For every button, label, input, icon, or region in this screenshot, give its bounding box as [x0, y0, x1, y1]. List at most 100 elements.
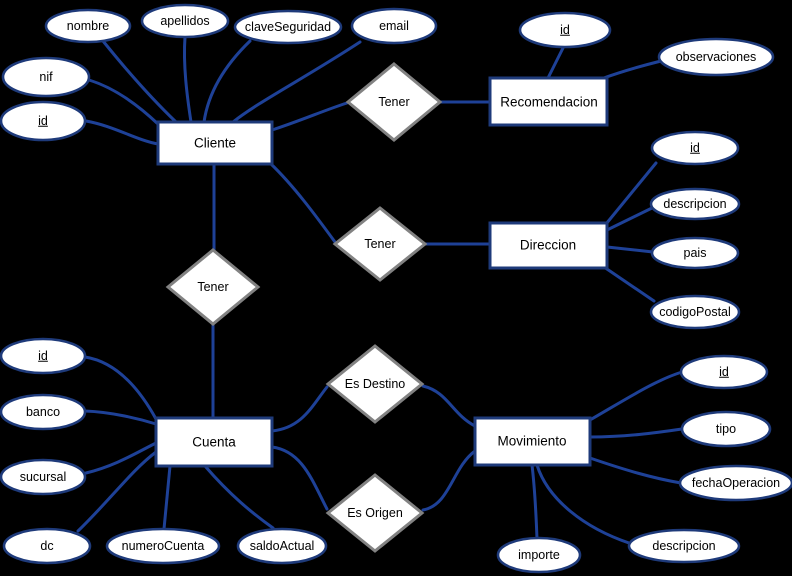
attribute-cuenta-saldoactual-label: saldoActual — [249, 538, 315, 553]
attribute-cuenta-numerocuenta-label: numeroCuenta — [121, 538, 205, 553]
entity-cliente-shape — [156, 120, 274, 166]
connector-direccion-descripcion — [605, 206, 654, 232]
relationship-tener-cliente-cuenta-shape — [165, 248, 261, 326]
attribute-recomendacion-id-shape — [518, 11, 612, 49]
attribute-movimiento-importe-label: importe — [518, 547, 560, 562]
connector-cuenta-dc — [76, 450, 158, 533]
connector-cliente-id — [84, 119, 160, 146]
relationship-es-origen-shape — [325, 473, 425, 553]
connector-cliente-email — [231, 40, 362, 124]
attribute-direccion-descripcion-label: descripcion — [663, 196, 727, 211]
connector-cuenta-saldoactual — [203, 464, 275, 530]
entity-movimiento-label: Movimiento — [497, 433, 567, 449]
entity-recomendacion-label: Recomendacion — [500, 94, 598, 110]
attribute-cliente-claveseguridad-shape — [233, 9, 343, 45]
relationship-es-destino-label: Es Destino — [344, 376, 406, 391]
attribute-cuenta-saldoactual-shape — [236, 527, 328, 565]
connector-movimiento-importe — [530, 463, 539, 541]
attribute-cliente-nombre-label: nombre — [66, 18, 110, 33]
attribute-cuenta-banco-shape — [0, 393, 87, 431]
attribute-recomendacion-observaciones-label: observaciones — [675, 49, 757, 64]
connector-cliente-claveseguridad — [202, 39, 252, 124]
attribute-cuenta-banco-label: banco — [25, 404, 61, 419]
attribute-cliente-id-label: id — [38, 113, 48, 128]
attribute-cliente-email-shape — [350, 7, 438, 45]
connector-direccion-id — [604, 161, 658, 226]
attribute-movimiento-id-label: id — [719, 364, 729, 379]
entity-direccion-shape — [488, 221, 609, 270]
attribute-direccion-codigopostal-label: codigoPostal — [659, 304, 731, 319]
connector-movimiento-tipo — [588, 427, 684, 439]
attribute-direccion-descripcion-shape — [649, 187, 741, 221]
connector-cliente-apellidos — [182, 35, 193, 124]
connector-cuenta-banco — [83, 409, 158, 426]
connectors — [76, 35, 684, 545]
attribute-cliente-id-shape — [0, 100, 87, 142]
relationship-es-destino-shape — [325, 344, 425, 424]
attribute-movimiento-descripcion-label: descripcion — [652, 538, 716, 553]
attribute-direccion-pais-label: pais — [683, 245, 707, 260]
attribute-direccion-id-label: id — [690, 140, 700, 155]
attribute-direccion-pais-shape — [650, 236, 740, 270]
attribute-shapes — [0, 3, 792, 574]
connector-esdestino-movimiento — [421, 384, 477, 428]
connector-cliente-tener2 — [268, 161, 337, 244]
attribute-cuenta-numerocuenta-shape — [105, 527, 221, 565]
relationship-tener-cliente-recomendacion-label: Tener — [378, 94, 410, 109]
attribute-cliente-apellidos-shape — [140, 3, 230, 39]
connector-cuenta-id — [83, 355, 158, 421]
relationship-shapes — [165, 62, 443, 553]
attribute-cuenta-id-shape — [0, 337, 87, 375]
entity-cuenta-label: Cuenta — [192, 434, 236, 450]
connector-cuenta-sucursal — [84, 441, 158, 475]
connector-movimiento-id — [588, 370, 684, 422]
connector-recomendacion-observaciones — [599, 59, 663, 81]
attribute-recomendacion-id-label: id — [560, 22, 570, 37]
attribute-cuenta-sucursal-label: sucursal — [19, 469, 67, 484]
relationship-es-origen-label: Es Origen — [347, 505, 403, 520]
attribute-movimiento-id-shape — [679, 354, 769, 390]
attribute-cliente-nif-shape — [1, 56, 91, 98]
attribute-cliente-claveseguridad-label: claveSeguridad — [244, 19, 332, 34]
attribute-cuenta-id-label: id — [38, 348, 48, 363]
attribute-direccion-id-shape — [650, 130, 740, 166]
entity-movimiento-shape — [473, 416, 592, 467]
entity-shapes — [154, 76, 609, 468]
attribute-cuenta-sucursal-shape — [0, 458, 87, 496]
connector-movimiento-descripcion — [535, 463, 631, 545]
entity-recomendacion-shape — [488, 76, 609, 127]
relationship-tener-cliente-direccion-label: Tener — [364, 236, 396, 251]
attribute-movimiento-descripcion-shape — [627, 528, 741, 564]
entity-direccion-label: Direccion — [519, 237, 577, 253]
entity-cuenta-shape — [154, 416, 274, 468]
connector-cuenta-esorigen — [270, 445, 329, 511]
attribute-cliente-nif-label: nif — [39, 69, 53, 84]
attribute-cliente-nombre-shape — [44, 8, 132, 44]
relationship-tener-cliente-direccion-shape — [332, 206, 428, 282]
attribute-movimiento-tipo-shape — [680, 410, 772, 448]
connector-cliente-nombre — [101, 39, 178, 124]
connector-recomendacion-id — [546, 46, 565, 80]
connector-movimiento-fechaoperacion — [588, 456, 683, 485]
attribute-direccion-codigopostal-shape — [649, 294, 741, 330]
connector-cuenta-numerocuenta — [162, 464, 172, 531]
connector-esorigen-movimiento — [421, 449, 477, 512]
attribute-movimiento-importe-shape — [496, 536, 582, 574]
connector-direccion-pais — [605, 245, 655, 254]
attribute-recomendacion-observaciones-shape — [657, 37, 775, 77]
entity-cliente-label: Cliente — [193, 135, 237, 151]
connector-cliente-nif — [87, 78, 160, 126]
attribute-movimiento-tipo-label: tipo — [715, 421, 737, 436]
attribute-cuenta-dc-shape — [2, 527, 92, 565]
attribute-movimiento-fechaoperacion-shape — [678, 464, 792, 502]
attribute-cliente-apellidos-label: apellidos — [160, 13, 210, 28]
connector-direccion-codigopostal — [602, 265, 656, 303]
attribute-movimiento-fechaoperacion-label: fechaOperacion — [691, 475, 781, 490]
attribute-cuenta-dc-label: dc — [40, 538, 54, 553]
attribute-cliente-email-label: email — [379, 18, 409, 33]
relationship-tener-cliente-recomendacion-shape — [345, 62, 443, 142]
connector-cliente-tener1 — [270, 101, 349, 132]
relationship-tener-cliente-cuenta-label: Tener — [197, 279, 229, 294]
